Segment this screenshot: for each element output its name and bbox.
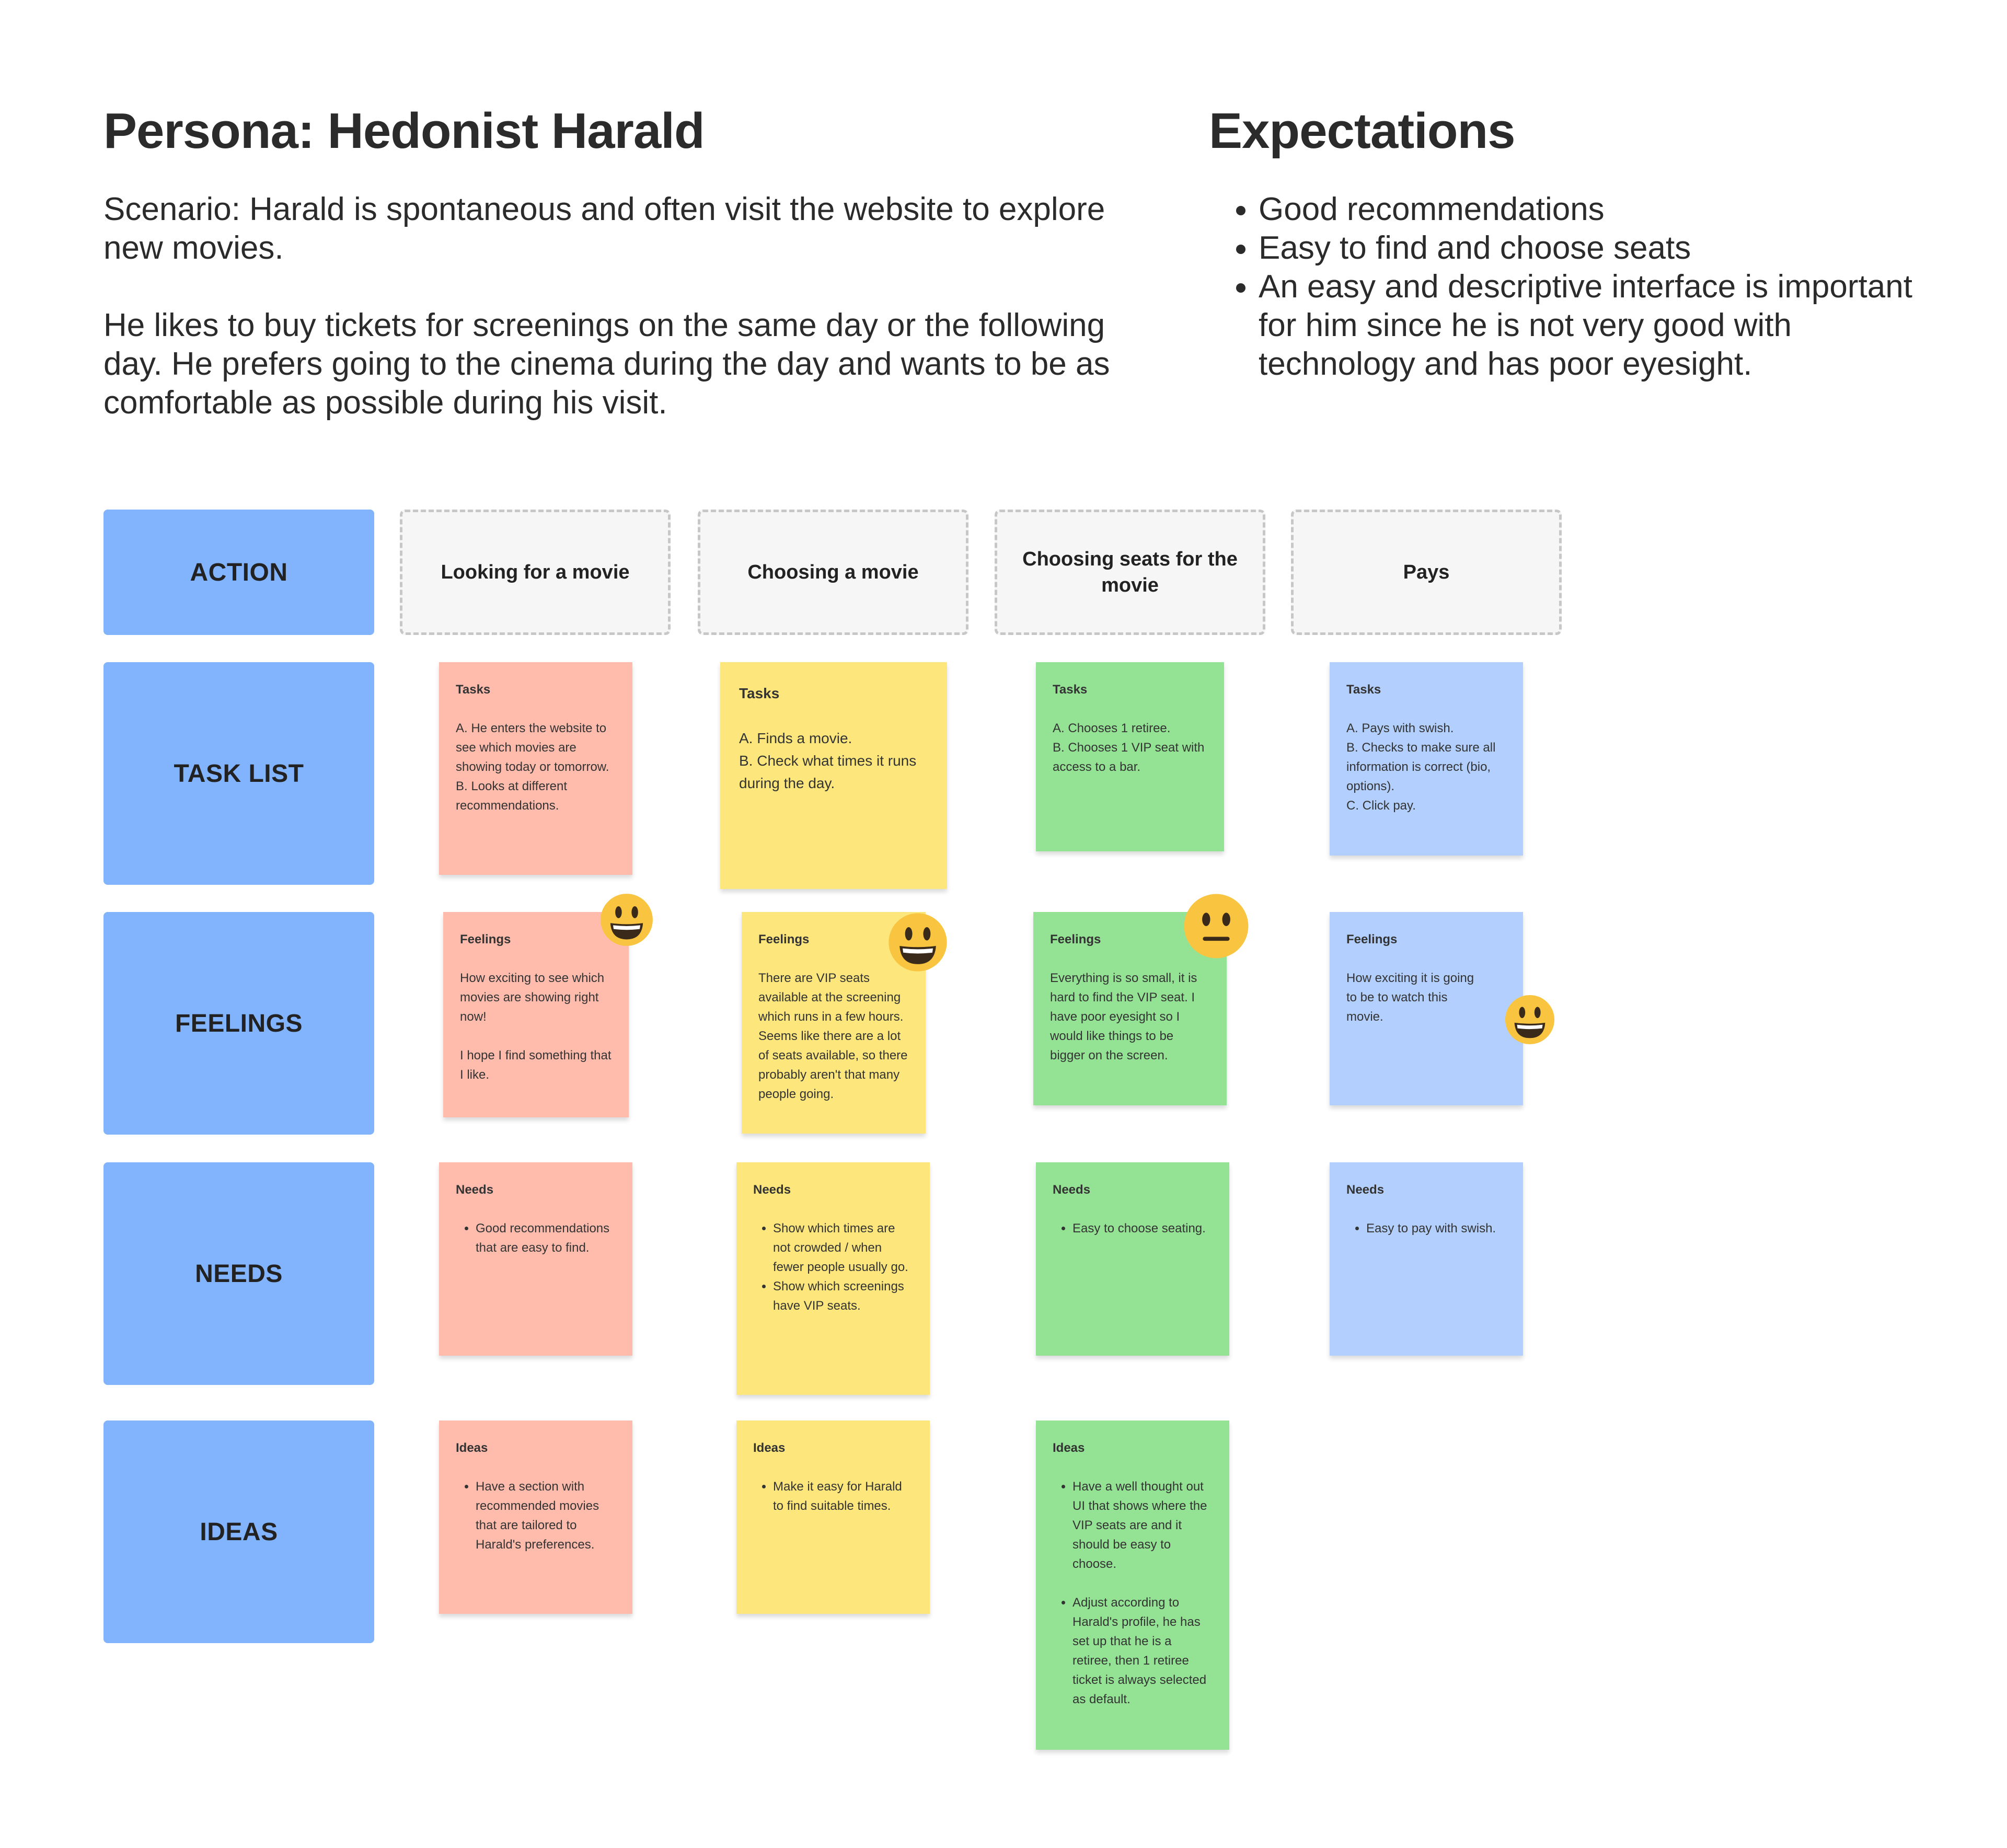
feeling-text: How exciting to see which movies are sho… [460, 971, 605, 1024]
task-line: B. Chooses 1 VIP seat with access to a b… [1053, 741, 1205, 774]
expectation-item: An easy and descriptive interface is imp… [1259, 268, 1920, 384]
sticky-title: Needs [1346, 1183, 1385, 1197]
sticky-note-tasks-choosing-seats: Tasks A. Chooses 1 retiree. B. Chooses 1… [1036, 662, 1224, 851]
sticky-note-feelings-pays: Feelings How exciting it is going to be … [1330, 912, 1523, 1105]
list-item: Easy to choose seating. [1072, 1219, 1214, 1238]
sticky-title: Feelings [1346, 932, 1398, 946]
needs-list: Easy to choose seating. [1053, 1219, 1214, 1238]
row-label-task-list: TASK LIST [103, 662, 374, 885]
task-line: A. He enters the website to see which mo… [456, 721, 609, 774]
list-item: Have a section with recommended movies t… [476, 1477, 617, 1554]
sticky-title: Feelings [1050, 932, 1101, 946]
sticky-title: Tasks [739, 685, 780, 701]
needs-list: Good recommendations that are easy to fi… [456, 1219, 617, 1257]
task-line: A. Chooses 1 retiree. [1053, 721, 1171, 735]
sticky-title: Feelings [758, 932, 810, 946]
sticky-note-feelings-choosing-seats: Feelings Everything is so small, it is h… [1033, 912, 1227, 1105]
expectation-item: Good recommendations [1259, 190, 1920, 229]
grinning-face-icon [601, 894, 653, 946]
sticky-title: Needs [1053, 1183, 1091, 1197]
sticky-title: Feelings [460, 932, 511, 946]
feeling-text: How exciting it is going to be to watch … [1346, 971, 1474, 1024]
preferences-paragraph: He likes to buy tickets for screenings o… [103, 307, 1110, 421]
expectations-list: Good recommendations Easy to find and ch… [1209, 190, 1920, 384]
sticky-title: Tasks [1053, 683, 1088, 697]
sticky-note-needs-pays: Needs Easy to pay with swish. [1330, 1162, 1523, 1356]
sticky-note-tasks-pays: Tasks A. Pays with swish. B. Checks to m… [1330, 662, 1523, 856]
expectations-title: Expectations [1209, 103, 1516, 159]
sticky-title: Tasks [1346, 683, 1381, 697]
sticky-title: Ideas [456, 1441, 488, 1455]
needs-list: Easy to pay with swish. [1346, 1219, 1507, 1238]
column-header-choosing-movie: Choosing a movie [698, 510, 968, 635]
list-item: Good recommendations that are easy to fi… [476, 1219, 617, 1257]
sticky-note-needs-choosing-seats: Needs Easy to choose seating. [1036, 1162, 1229, 1356]
list-item: Easy to pay with swish. [1366, 1219, 1507, 1238]
task-line: A. Pays with swish. [1346, 721, 1454, 735]
sticky-title: Needs [456, 1183, 494, 1197]
list-item: Make it easy for Harald to find suitable… [773, 1477, 914, 1516]
sticky-note-feelings-looking: Feelings How exciting to see which movie… [443, 912, 629, 1117]
list-item: Show which times are not crowded / when … [773, 1219, 914, 1277]
column-header-pays: Pays [1291, 510, 1562, 635]
scenario-paragraph: Scenario: Harald is spontaneous and ofte… [103, 191, 1105, 266]
sticky-note-needs-choosing-movie: Needs Show which times are not crowded /… [736, 1162, 930, 1395]
task-line: B. Looks at different recommendations. [456, 779, 568, 813]
row-label-needs: NEEDS [103, 1162, 374, 1385]
neutral-face-icon [1184, 894, 1249, 958]
list-item: Have a well thought out UI that shows wh… [1072, 1477, 1214, 1574]
ideas-list: Have a section with recommended movies t… [456, 1477, 617, 1554]
sticky-note-ideas-choosing-movie: Ideas Make it easy for Harald to find su… [736, 1420, 930, 1614]
sticky-title: Tasks [456, 683, 491, 697]
list-item: Show which screenings have VIP seats. [773, 1277, 914, 1315]
feeling-text: I hope I find something that I like. [460, 1048, 612, 1082]
row-label-ideas: IDEAS [103, 1420, 374, 1643]
needs-list: Show which times are not crowded / when … [753, 1219, 914, 1315]
row-label-feelings: FEELINGS [103, 912, 374, 1135]
list-item: Adjust according to Harald's profile, he… [1072, 1593, 1214, 1709]
sticky-title: Needs [753, 1183, 791, 1197]
sticky-title: Ideas [1053, 1441, 1085, 1455]
ideas-list: Have a well thought out UI that shows wh… [1053, 1477, 1214, 1709]
sticky-note-tasks-looking: Tasks A. He enters the website to see wh… [439, 662, 632, 875]
sticky-note-ideas-choosing-seats: Ideas Have a well thought out UI that sh… [1036, 1420, 1229, 1750]
feeling-text: Everything is so small, it is hard to fi… [1050, 971, 1197, 1062]
sticky-note-needs-looking: Needs Good recommendations that are easy… [439, 1162, 632, 1356]
sticky-note-tasks-choosing-movie: Tasks A. Finds a movie. B. Check what ti… [720, 662, 947, 889]
persona-title: Persona: Hedonist Harald [103, 103, 705, 159]
sticky-note-ideas-looking: Ideas Have a section with recommended mo… [439, 1420, 632, 1614]
grinning-face-icon [1505, 995, 1555, 1045]
feeling-text: There are VIP seats available at the scr… [758, 971, 908, 1101]
row-label-action: ACTION [103, 510, 374, 635]
grinning-face-icon [889, 913, 947, 972]
sticky-title: Ideas [753, 1441, 786, 1455]
column-header-choosing-seats: Choosing seats for the movie [995, 510, 1265, 635]
task-line: C. Click pay. [1346, 799, 1416, 813]
column-header-looking: Looking for a movie [400, 510, 671, 635]
ideas-list: Make it easy for Harald to find suitable… [753, 1477, 914, 1516]
persona-description: Scenario: Harald is spontaneous and ofte… [103, 190, 1170, 422]
expectation-item: Easy to find and choose seats [1259, 229, 1920, 268]
task-line: B. Checks to make sure all information i… [1346, 741, 1496, 793]
task-line: B. Check what times it runs during the d… [739, 753, 917, 791]
task-line: A. Finds a movie. [739, 730, 852, 746]
